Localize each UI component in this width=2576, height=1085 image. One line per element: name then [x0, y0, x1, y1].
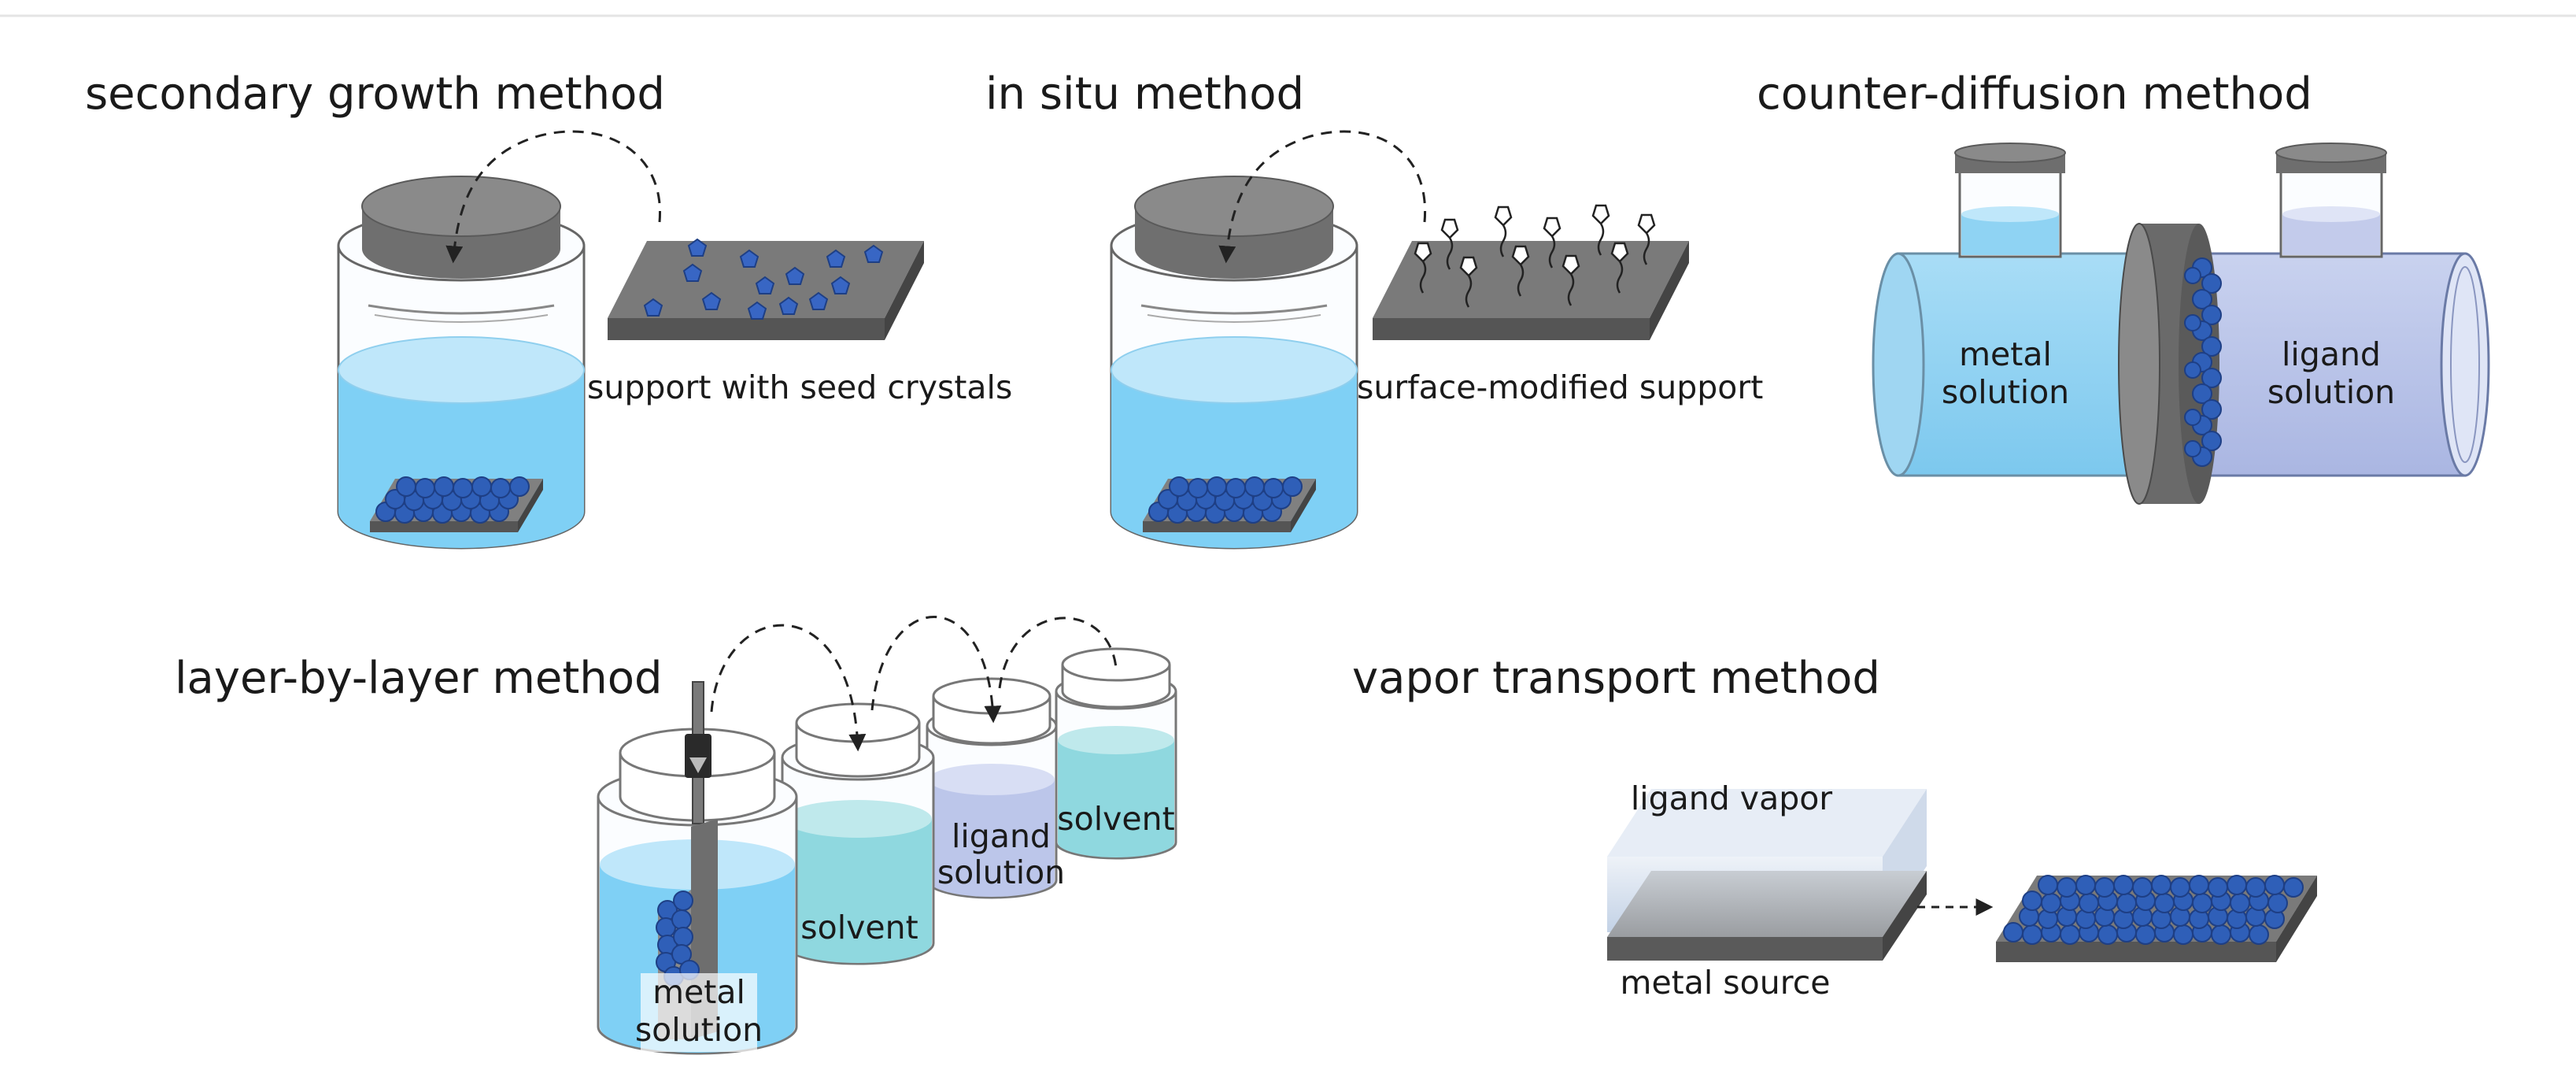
mof-crystal [2230, 893, 2250, 913]
mof-crystal [2267, 893, 2288, 913]
mof-crystal [2211, 924, 2231, 945]
mof-crystal [2227, 875, 2247, 895]
mof-crystal [2060, 924, 2080, 945]
mof-crystal [2003, 922, 2023, 942]
mof-crystal [2154, 893, 2175, 913]
layer-by-layer-title: layer-by-layer method [175, 653, 663, 704]
mof-crystal [2208, 877, 2228, 898]
mof-crystal [2189, 875, 2209, 895]
in-situ-title: in situ method [985, 69, 1304, 120]
transfer-arrow [1218, 130, 1427, 264]
mof-crystal [2097, 924, 2118, 945]
mof-coated-plate [1996, 875, 2317, 962]
transfer-arrow-3 [998, 617, 1118, 689]
seeded-support [608, 238, 924, 340]
metal-solution-tube [1872, 252, 2133, 477]
in-situ-panel: in situ method [985, 69, 1763, 550]
metal-source-label: metal source [1621, 964, 1831, 1002]
vapor-transport-title: vapor transport method [1352, 653, 1880, 704]
layer-by-layer-panel: layer-by-layer method [175, 616, 1177, 1055]
counter-diffusion-panel: counter-diffusion method [1757, 69, 2490, 505]
ligand-solution-label: solution [937, 854, 1065, 891]
mof-crystal [2041, 893, 2061, 913]
mof-crystal [2283, 877, 2304, 898]
metal-label: metal [652, 973, 745, 1011]
mof-crystal [2192, 893, 2212, 913]
mof-crystal [2249, 924, 2269, 945]
metal-solution-vial [1954, 143, 2066, 258]
secondary-growth-panel: secondary growth method [85, 69, 1012, 550]
mof-crystal-layer [375, 476, 530, 524]
surface-modified-support [1373, 204, 1689, 340]
mof-crystal-layer [2184, 257, 2222, 467]
transfer-arrow-1 [710, 624, 867, 752]
mof-crystal [2264, 875, 2285, 895]
jar-lid [361, 176, 561, 279]
metal-source-plate [1607, 871, 1927, 961]
ligand-vapor-label: ligand vapor [1631, 779, 1832, 817]
mof-crystal [2135, 924, 2156, 945]
mof-crystal [2057, 877, 2077, 898]
metal-solution-label: solution [1942, 373, 2069, 411]
mof-crystal [2075, 875, 2096, 895]
jar-lid [1134, 176, 1334, 279]
ligand-solution-vial [2275, 143, 2387, 258]
mof-crystal [2038, 875, 2058, 895]
transfer-arrow-2 [870, 616, 1002, 724]
solvent-label-2: solvent [1057, 800, 1174, 838]
surface-modified-support-label: surface-modified support [1357, 368, 1763, 406]
seed-crystals [643, 238, 884, 320]
counter-diffusion-title: counter-diffusion method [1757, 69, 2312, 120]
mof-crystal-layer [1148, 476, 1303, 524]
mof-crystal [2022, 891, 2042, 911]
label-backdrop [641, 973, 757, 1052]
metal-solution-label: solution [635, 1011, 763, 1049]
mof-crystal [2170, 877, 2190, 898]
ligand-label: ligand [2282, 335, 2381, 373]
mof-crystal [2116, 893, 2137, 913]
vapor-transport-panel: vapor transport method ligand vapor meta… [1352, 653, 2317, 1002]
mof-crystal [2113, 875, 2134, 895]
mof-crystal [2173, 924, 2193, 945]
secondary-growth-title: secondary growth method [85, 69, 665, 120]
metal-label: metal [1959, 335, 2052, 373]
ligand-label: ligand [952, 817, 1051, 855]
support-in-jar [370, 476, 543, 532]
support-in-jar [1143, 476, 1316, 532]
ligand-solution-tube [2202, 252, 2490, 477]
mof-crystal [2079, 893, 2099, 913]
mof-crystal-layer [2003, 875, 2304, 945]
support-with-seed-crystals-label: support with seed crystals [587, 368, 1012, 406]
membrane-support-disc [2118, 223, 2222, 505]
solvent-jar-2 [1055, 647, 1177, 860]
mof-crystal [2151, 875, 2171, 895]
mof-crystal [2094, 877, 2115, 898]
mof-crystal [2245, 877, 2266, 898]
ligand-solution-label: solution [2267, 373, 2395, 411]
solvent-label-1: solvent [800, 909, 918, 946]
mof-crystal [2132, 877, 2153, 898]
ligand-solution-jar [926, 677, 1058, 899]
solvent-jar-1 [781, 702, 935, 965]
mof-crystal [2022, 924, 2042, 945]
anchored-linkers [1414, 204, 1656, 308]
